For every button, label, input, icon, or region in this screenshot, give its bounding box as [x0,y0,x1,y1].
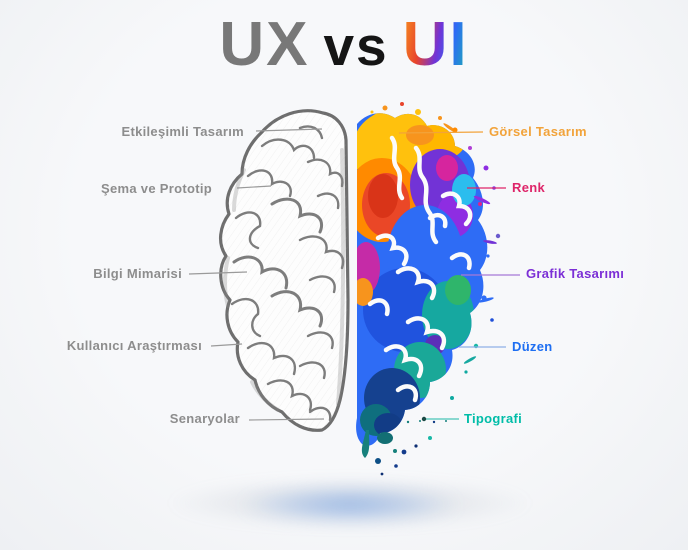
ux-label-sema-ve-prototip: Şema ve Prototip [101,181,212,196]
ui-label-grafik-tasarimi: Grafik Tasarımı [526,266,625,281]
ui-label-duzen: Düzen [512,339,553,354]
brain-gyri-white [367,135,473,403]
ui-label-gorsel-tasarim: Görsel Tasarım [489,124,587,139]
paint-brain-half [356,102,501,476]
ux-label-senaryolar: Senaryolar [169,411,240,426]
ground-shadow-blue [235,486,465,524]
ux-label-bilgi-mimarisi: Bilgi Mimarisi [93,266,182,281]
ui-label-tipografi: Tipografi [464,411,523,426]
leader-lines [188,128,520,422]
brain-gyri-sketch [230,125,345,422]
paint-splatter-dots [370,102,501,476]
ux-label-kullanici-arastirmasi: Kullanıcı Araştırması [66,338,202,353]
ux-label-etkilesimli-tasarim: Etkileşimli Tasarım [121,124,244,139]
brain-edge-shading [223,148,346,412]
title-ux: UX [219,10,310,79]
title-vs: vs [323,15,389,77]
ui-label-renk: Renk [512,180,545,195]
sketch-brain-half [219,109,350,432]
title-ui: UI [402,10,469,79]
paint-drips [361,430,397,464]
